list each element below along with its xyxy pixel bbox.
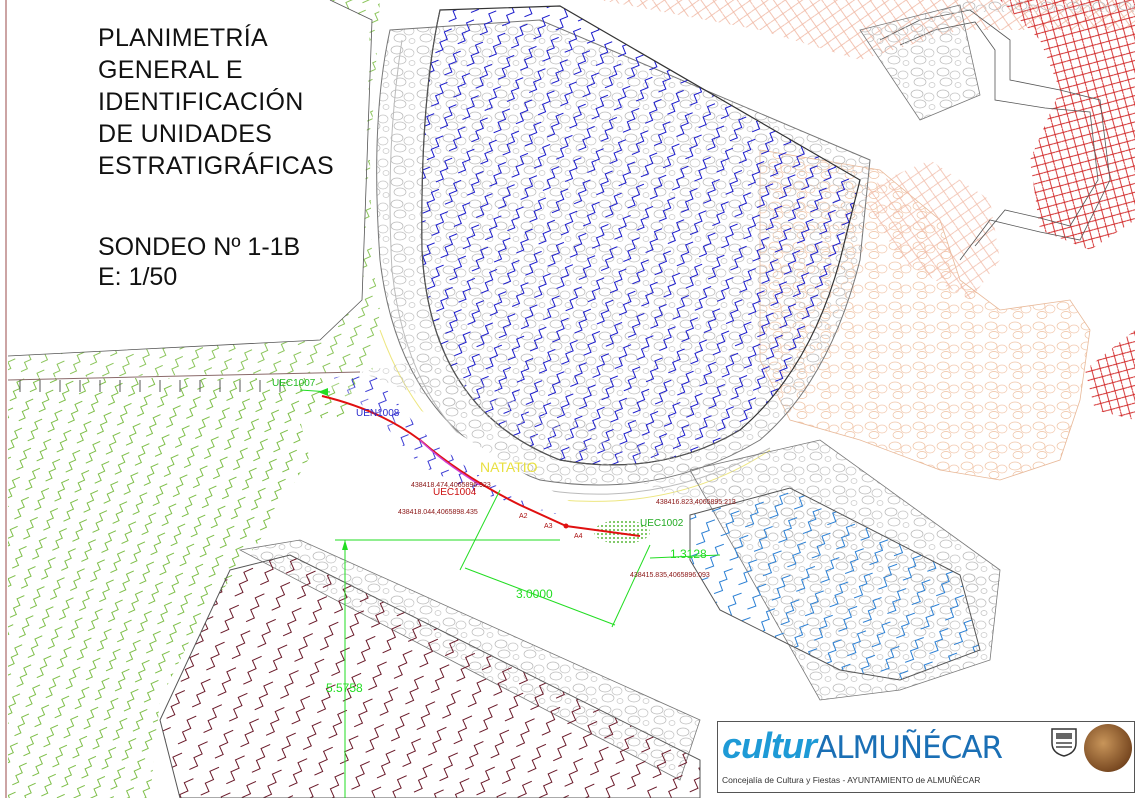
drawing-title: PLANIMETRÍA GENERAL E IDENTIFICACIÓN DE … xyxy=(98,22,398,182)
drawing-scale: E: 1/50 xyxy=(98,263,178,291)
label-a3: A3 xyxy=(544,523,553,530)
logo-subtitle: Concejalía de Cultura y Fiestas - AYUNTA… xyxy=(722,775,981,785)
title-line: ESTRATIGRÁFICAS xyxy=(98,152,335,180)
logo-almunecar: ALMUÑÉCAR xyxy=(816,730,1003,766)
cultur-almunecar-logo: culturALMUÑÉCAR Concejalía de Cultura y … xyxy=(717,721,1135,793)
label-dim-width: 3.0000 xyxy=(516,587,553,601)
uec1002-fill xyxy=(594,520,650,544)
red-building xyxy=(1000,0,1135,250)
sondeo-info: SONDEO Nº 1-1B E: 1/50 xyxy=(98,232,300,292)
title-line: IDENTIFICACIÓN xyxy=(98,88,304,116)
label-coord3: 438416.823,4065895.213 xyxy=(656,499,736,506)
label-coord2: 438418.044,4065898.435 xyxy=(398,509,478,516)
title-line: PLANIMETRÍA xyxy=(98,24,268,52)
label-dim-height: 5.5758 xyxy=(326,681,363,695)
section-ticks xyxy=(19,380,281,392)
title-line: GENERAL E xyxy=(98,56,243,84)
label-coord1: 438418.474,4065896.923 xyxy=(411,482,491,489)
label-uec1002: UEC1002 xyxy=(640,518,684,529)
red-building-right xyxy=(1085,330,1135,420)
uen1008-fill xyxy=(330,372,560,515)
seal-icon xyxy=(1084,724,1132,772)
logo-wordmark: culturALMUÑÉCAR xyxy=(722,725,1003,768)
green-paving-lower xyxy=(8,378,360,798)
coat-of-arms-icon xyxy=(1051,728,1077,757)
dimension-lines xyxy=(299,389,721,798)
green-paving-left xyxy=(8,0,380,378)
label-coord4: 438415.835,4065896.093 xyxy=(630,572,710,579)
label-natatio: NATATIO xyxy=(480,459,538,475)
label-uec1004: UEC1004 xyxy=(433,487,477,498)
label-dim-small: 1.3128 xyxy=(670,547,707,561)
label-uen1008: UEN1008 xyxy=(356,408,400,419)
blue-paving-right xyxy=(689,487,981,681)
logo-cultur: cultur xyxy=(722,725,817,766)
sondeo-number: SONDEO Nº 1-1B xyxy=(98,233,301,261)
label-a4: A4 xyxy=(574,533,583,540)
label-uec1007: UEC1007 xyxy=(272,378,316,389)
title-line: DE UNIDADES xyxy=(98,120,273,148)
label-a2: A2 xyxy=(519,513,528,520)
